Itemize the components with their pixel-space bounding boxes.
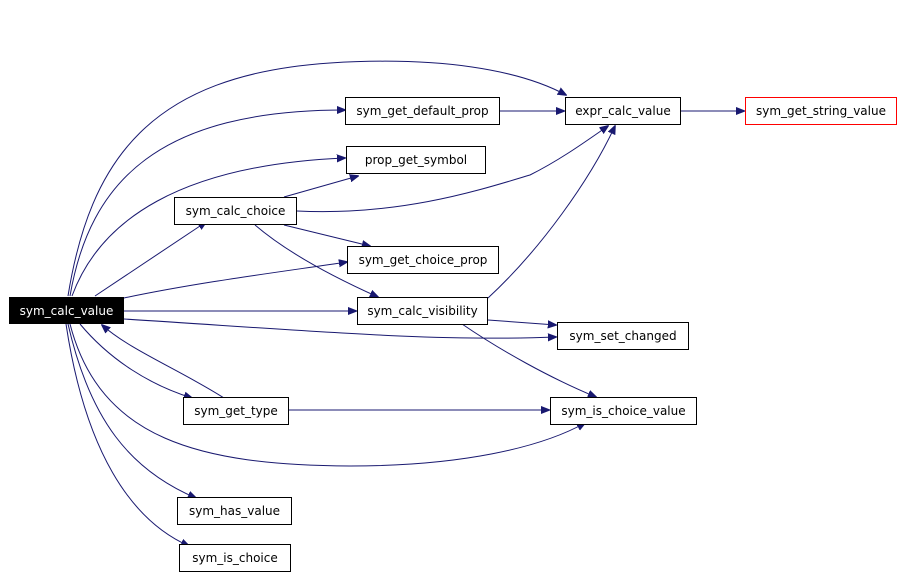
edge-calc-value-to-prop-get-symbol (71, 158, 345, 297)
edge-get-type-to-calc-value (102, 325, 225, 399)
edge-calc-value-to-is-choice (65, 323, 189, 546)
edge-calc-value-to-has-value (67, 323, 196, 498)
node-sym-set-changed[interactable]: sym_set_changed (557, 322, 689, 350)
edge-calc-visibility-to-is-choice-value (461, 323, 596, 397)
node-sym-calc-visibility[interactable]: sym_calc_visibility (357, 297, 488, 325)
node-sym-get-string-value[interactable]: sym_get_string_value (745, 97, 897, 125)
node-sym-calc-value[interactable]: sym_calc_value (9, 297, 124, 324)
node-sym-calc-choice[interactable]: sym_calc_choice (174, 197, 297, 225)
edge-calc-value-to-calc-choice (94, 222, 206, 297)
node-expr-calc-value[interactable]: expr_calc_value (565, 97, 681, 125)
edge-calc-choice-to-expr-calc-value (296, 126, 608, 213)
node-sym-get-default-prop[interactable]: sym_get_default_prop (345, 97, 500, 125)
node-sym-is-choice[interactable]: sym_is_choice (179, 544, 291, 572)
edge-calc-choice-to-calc-visibility (254, 224, 378, 297)
edge-calc-value-to-get-choice-prop (123, 262, 347, 299)
edge-calc-choice-to-get-choice-prop (283, 224, 370, 246)
edge-calc-value-to-expr-calc-value (67, 60, 566, 297)
node-sym-is-choice-value[interactable]: sym_is_choice_value (550, 397, 697, 425)
edge-calc-value-to-set-changed (123, 318, 556, 338)
edge-calc-visibility-to-set-changed (487, 319, 556, 325)
edge-calc-value-to-is-choice-value (69, 323, 585, 467)
edge-calc-choice-to-prop-get-symbol (283, 176, 358, 198)
node-sym-has-value[interactable]: sym_has_value (177, 497, 292, 525)
edge-calc-value-to-get-type (79, 323, 192, 398)
edge-calc-value-to-get-default-prop (69, 110, 345, 297)
edge-calc-visibility-to-expr-calc-value (487, 126, 615, 299)
node-sym-get-type[interactable]: sym_get_type (183, 397, 289, 425)
node-prop-get-symbol[interactable]: prop_get_symbol (346, 146, 486, 174)
node-sym-get-choice-prop[interactable]: sym_get_choice_prop (347, 246, 499, 274)
